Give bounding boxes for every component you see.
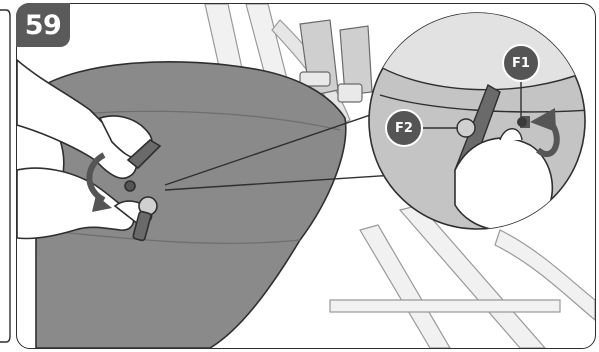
callout-f1: F1 [502,44,540,82]
callout-f2: F2 [385,109,423,147]
step-number-badge: 59 [16,3,70,47]
